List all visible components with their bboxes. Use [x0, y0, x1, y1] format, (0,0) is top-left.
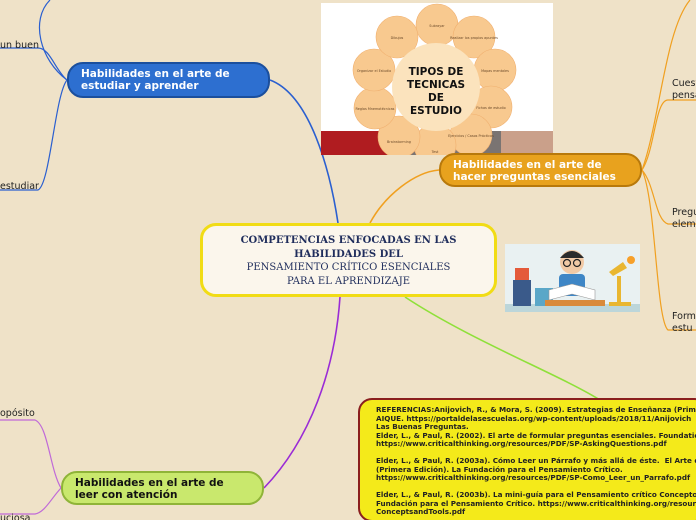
leaf-text-un-buen[interactable]: un buen — [0, 40, 39, 51]
petal-subrayar: Subrayar — [429, 24, 445, 28]
leaf-text-minuciosa[interactable]: uciosa — [0, 513, 31, 520]
leaf-text-cuest[interactable]: Cuest — [672, 78, 696, 89]
branch-estudiar-aprender[interactable]: Habilidades en el arte de estudiar y apr… — [67, 62, 270, 98]
link-preguntas-leaf1 — [641, 99, 696, 171]
branch-leer-atencion[interactable]: Habilidades en el arte de leer con atenc… — [61, 471, 264, 505]
link-preguntas-top — [641, 0, 691, 171]
title-line-1: TIPOS DE — [409, 66, 464, 78]
petal-ejercicios: Ejercicios / Casos Prácticos — [448, 134, 494, 138]
petal-mapas: Mapas mentales — [481, 69, 509, 73]
title-line-4: ESTUDIO — [410, 105, 462, 117]
petal-brainstorming: Brainstorming — [387, 140, 411, 144]
study-techniques-image[interactable]: Subrayar Realizar los propios apuntes Ma… — [321, 3, 553, 155]
central-line-1: COMPETENCIAS ENFOCADAS EN LAS — [240, 235, 457, 246]
title-line-3: DE — [428, 92, 444, 104]
leaf-text-proposito[interactable]: opósito — [0, 408, 35, 419]
link-estudiar-leaf1 — [0, 47, 68, 81]
link-leer-leaf1 — [0, 419, 62, 489]
petal-reglas: Reglas Mnemotécnicas — [356, 107, 395, 111]
study-techniques-diagram: Subrayar Realizar los propios apuntes Ma… — [321, 3, 553, 155]
link-leer-leaf2 — [0, 487, 62, 515]
central-line-4: PARA EL APRENDIZAJE — [286, 275, 411, 287]
petal-organizar: Organizar el Estudio — [357, 69, 391, 73]
link-center-preguntas — [369, 169, 440, 224]
petal-fichas: Fichas de estudio — [476, 106, 505, 110]
link-center-leer — [263, 296, 341, 489]
link-estudiar-leaf2 — [0, 79, 68, 191]
link-center-refs — [404, 296, 601, 401]
references-node[interactable]: REFERENCIAS:Anijovich, R., & Mora, S. (2… — [358, 398, 696, 520]
leaf-text-pensa[interactable]: pensa — [672, 90, 696, 101]
link-center-estudiar — [269, 79, 339, 224]
leaf-text-eleme[interactable]: eleme — [672, 219, 696, 230]
title-line-2: TECNICAS — [407, 79, 465, 91]
link-preguntas-leaf3 — [641, 169, 696, 331]
central-line-2: HABILIDADES DEL — [294, 248, 403, 260]
petal-apuntes: Realizar los propios apuntes — [450, 36, 498, 40]
reading-illustration — [505, 250, 640, 312]
petal-test: Test — [431, 150, 439, 154]
petal-dibujos: Dibujos — [391, 36, 404, 40]
branch-hacer-preguntas[interactable]: Habilidades en el arte de hacer pregunta… — [439, 153, 642, 187]
central-topic[interactable]: COMPETENCIAS ENFOCADAS EN LAS HABILIDADE… — [200, 223, 497, 297]
reading-student-image[interactable] — [505, 244, 640, 312]
link-preguntas-leaf2 — [641, 169, 696, 225]
link-estudiar-top — [38, 0, 68, 81]
leaf-text-pregu[interactable]: Pregu — [672, 207, 696, 218]
leaf-text-estudiar[interactable]: estudiar — [0, 181, 39, 192]
leaf-text-estu[interactable]: estu — [672, 323, 693, 334]
leaf-text-form[interactable]: Form — [672, 311, 696, 322]
central-line-3: PENSAMIENTO CRÍTICO ESENCIALES — [246, 262, 451, 273]
